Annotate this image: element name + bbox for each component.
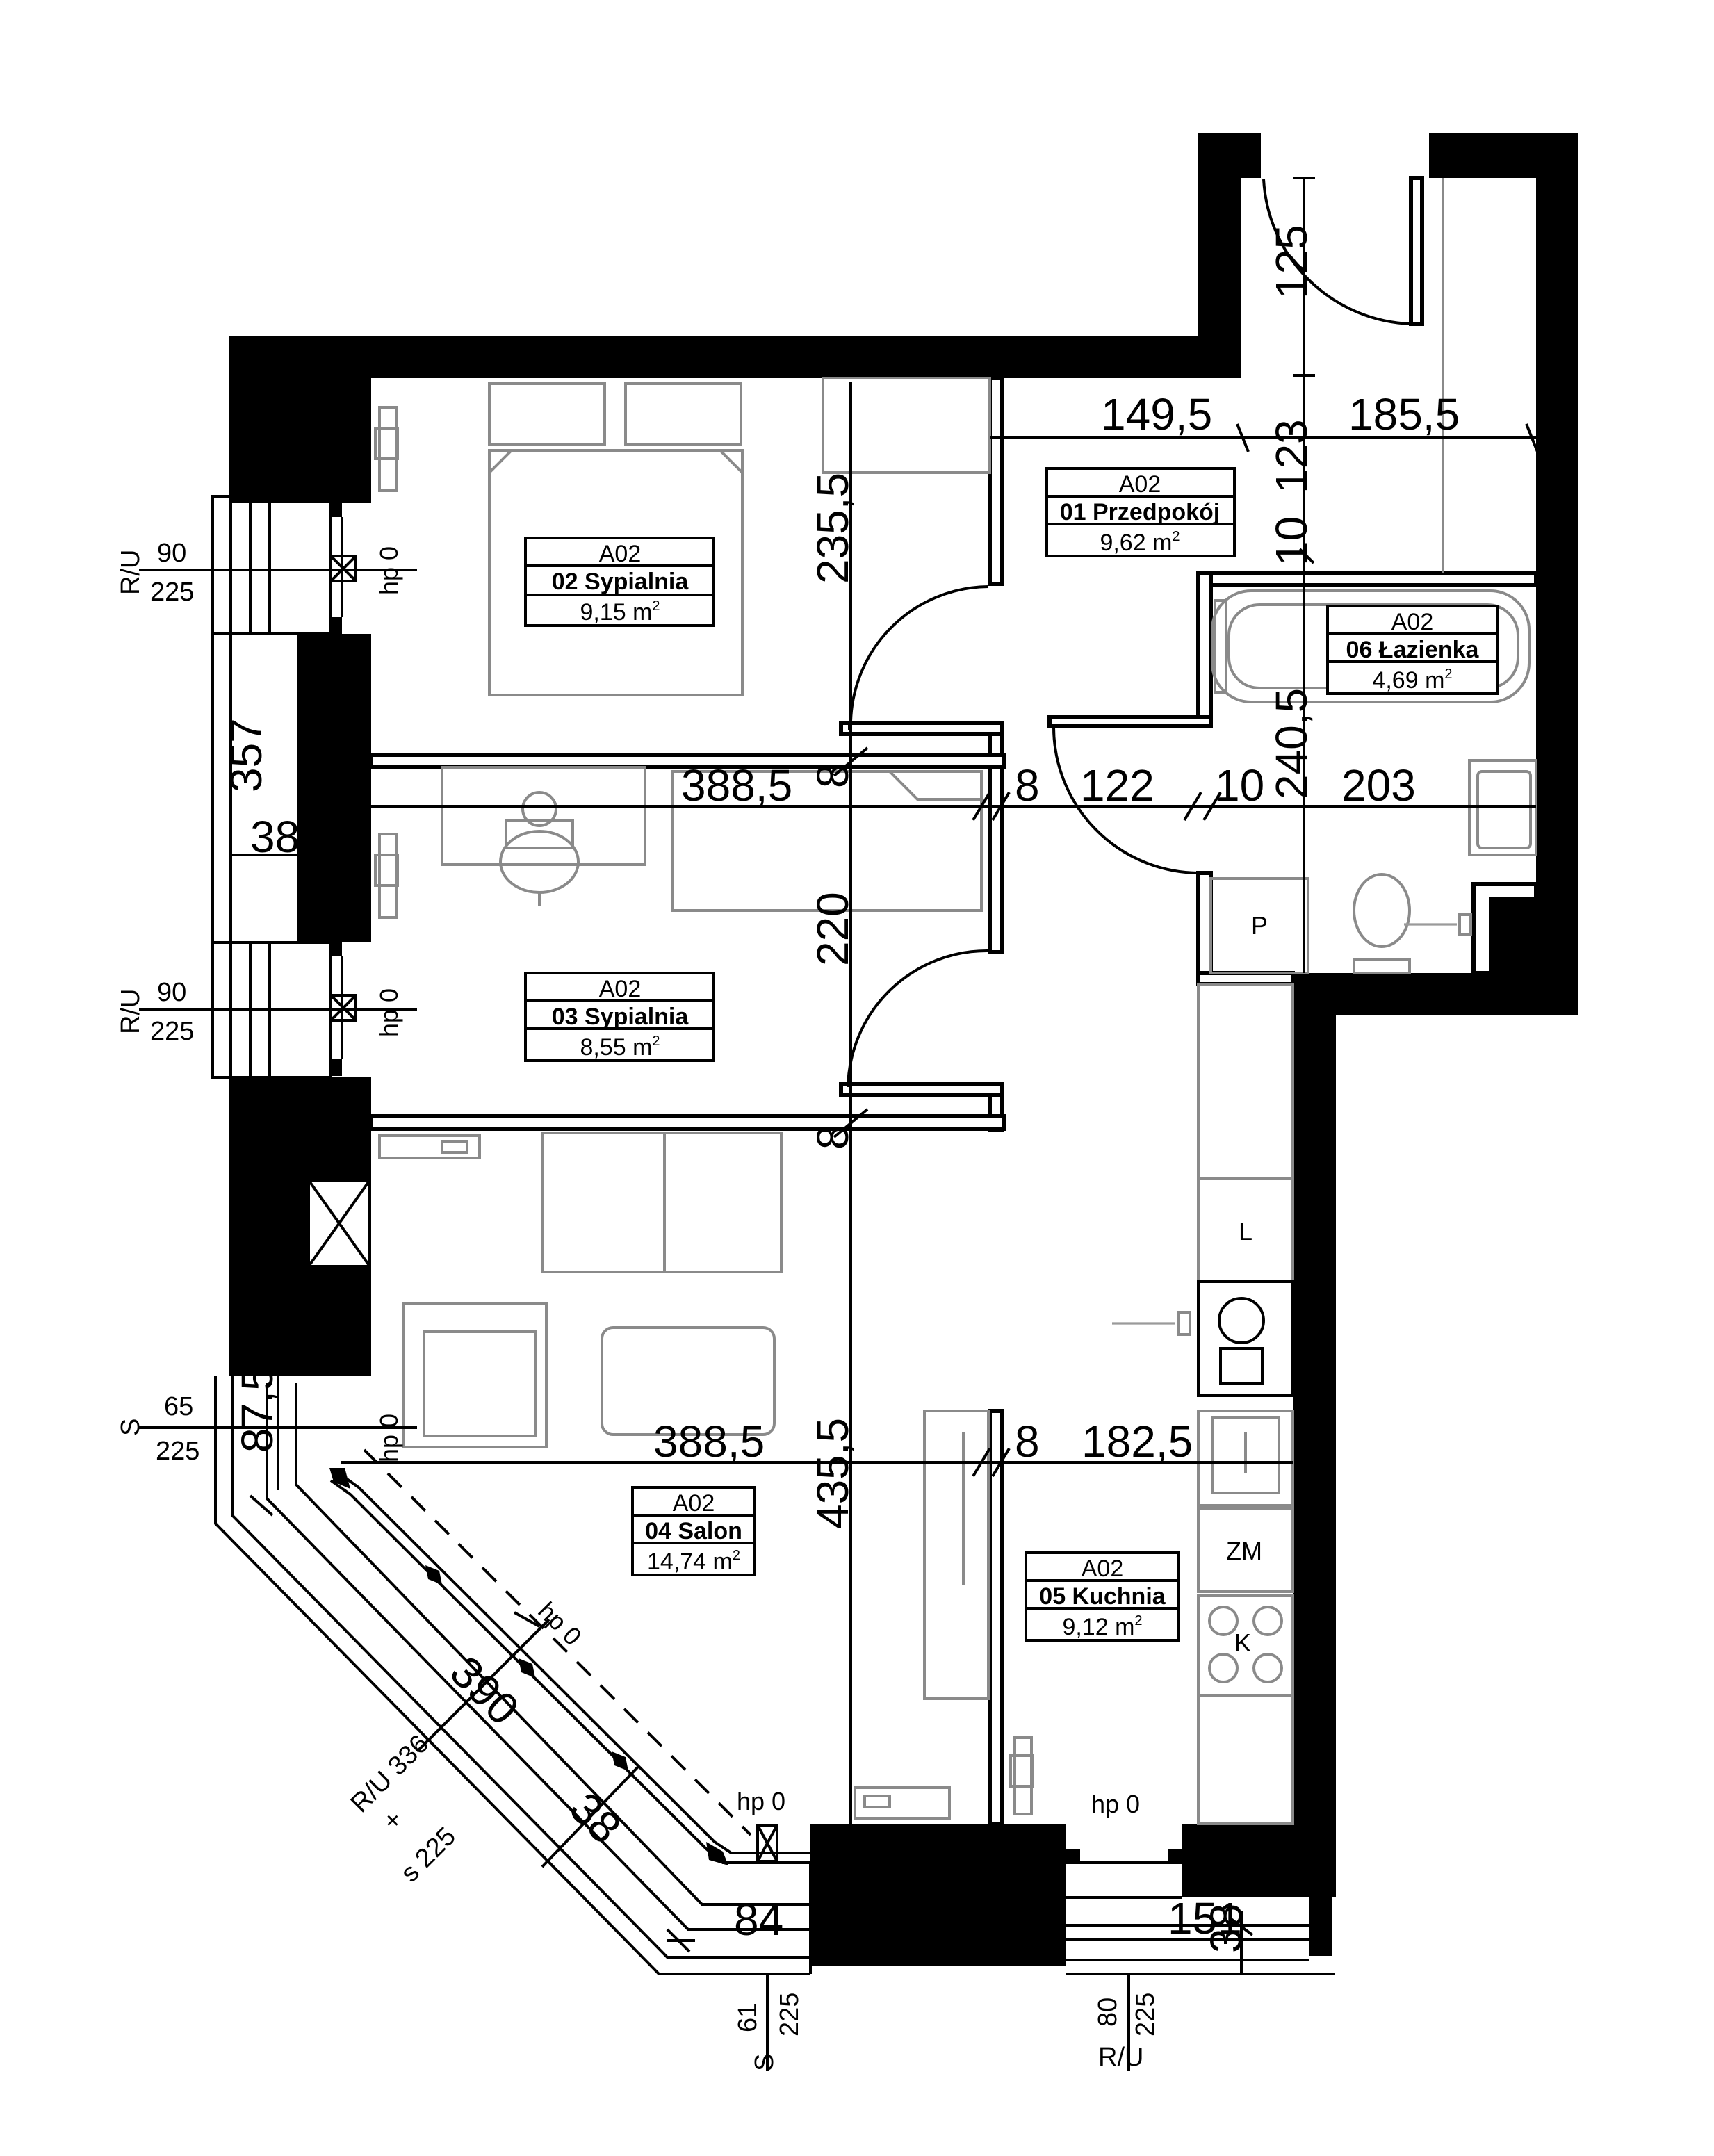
window-2-type: R/U bbox=[116, 989, 145, 1034]
dim-bath-partition: 10 bbox=[1215, 760, 1264, 810]
dim-kitchen-wall: 8 bbox=[1015, 1416, 1040, 1467]
window-6-type: R/U bbox=[1098, 2043, 1143, 2072]
room-code: A02 bbox=[1391, 609, 1434, 635]
dim-hall-width: 149,5 bbox=[1101, 389, 1212, 439]
dim-hall-width-right: 185,5 bbox=[1348, 389, 1460, 439]
exterior-walls bbox=[229, 133, 1578, 1966]
fridge-label: L bbox=[1239, 1217, 1252, 1246]
window-4-plus: + bbox=[377, 1805, 409, 1836]
room-area: 9,62 m2 bbox=[1100, 529, 1180, 556]
pantry-label: P bbox=[1251, 911, 1268, 940]
wall-west-pier bbox=[297, 634, 371, 942]
room-code: A02 bbox=[1119, 471, 1161, 498]
window-3-type: S bbox=[116, 1419, 145, 1436]
room-name: 06 Łazienka bbox=[1346, 637, 1480, 663]
dim-bed2-height: 220 bbox=[808, 892, 858, 966]
ventilation-shaft bbox=[307, 1179, 371, 1268]
living-furniture bbox=[378, 1132, 990, 1820]
dim-bay-875: 87,5 bbox=[232, 1366, 282, 1453]
dishwasher-label: ZM bbox=[1226, 1537, 1262, 1565]
kitchen-furniture bbox=[1009, 983, 1294, 1825]
window-4-height: s 225 bbox=[395, 1822, 462, 1888]
dim-bay-84: 84 bbox=[734, 1895, 783, 1945]
room-name: 02 Sypialnia bbox=[552, 569, 689, 595]
wall-north-west bbox=[229, 133, 1261, 503]
bay-window bbox=[214, 1376, 810, 1975]
dim-kitchen-width: 182,5 bbox=[1082, 1416, 1193, 1467]
sill-label-living-south: hp 0 bbox=[737, 1787, 785, 1815]
wall-south-east-post bbox=[1309, 1897, 1332, 1956]
dim-bed1-height: 235,5 bbox=[808, 473, 858, 584]
doors bbox=[847, 585, 1199, 1088]
sill-label-bedroom-2: hp 0 bbox=[375, 988, 403, 1037]
room-area: 14,74 m2 bbox=[647, 1548, 740, 1575]
dim-entry-depth: 125 bbox=[1266, 224, 1316, 299]
sill-label-bay: hp 0 bbox=[532, 1596, 587, 1651]
bedroom-2-furniture bbox=[374, 766, 983, 919]
cooktop-label: K bbox=[1234, 1628, 1251, 1657]
sill-label-kitchen-south: hp 0 bbox=[1091, 1790, 1140, 1818]
room-code: A02 bbox=[599, 976, 642, 1002]
window-2-height: 225 bbox=[150, 1017, 194, 1046]
sill-label-bedroom-1: hp 0 bbox=[375, 546, 403, 595]
dim-balcony-151: 151 bbox=[1168, 1893, 1242, 1943]
fixture-labels: P L ZM K bbox=[1226, 911, 1268, 1657]
room-code: A02 bbox=[1082, 1555, 1124, 1582]
dim-bed-width: 388,5 bbox=[681, 760, 792, 810]
dim-hall-height: 123 bbox=[1266, 419, 1316, 493]
room-tag-kitchen: A02 05 Kuchnia 9,12 m2 bbox=[1025, 1551, 1180, 1642]
window-6-height: 225 bbox=[1131, 1993, 1160, 2036]
room-code: A02 bbox=[673, 1490, 715, 1517]
dim-balcony-38: 38 bbox=[1201, 1904, 1251, 1953]
room-tag-living: A02 04 Salon 14,74 m2 bbox=[631, 1486, 756, 1576]
dim-wall-8-upper: 8 bbox=[808, 763, 858, 788]
room-tag-hall: A02 01 Przedpokój 9,62 m2 bbox=[1045, 467, 1236, 557]
room-name: 01 Przedpokój bbox=[1060, 499, 1221, 525]
window-1-type: R/U bbox=[116, 550, 145, 595]
room-tag-bathroom: A02 06 Łazienka 4,69 m2 bbox=[1326, 605, 1499, 695]
room-name: 04 Salon bbox=[645, 1518, 742, 1544]
window-5-height: 225 bbox=[775, 1993, 804, 2036]
dim-facade-357: 357 bbox=[221, 718, 271, 792]
dim-facade-38: 38 bbox=[250, 812, 300, 862]
dimension-lines bbox=[139, 177, 1539, 2071]
window-5-width: 61 bbox=[733, 2003, 762, 2032]
room-name: 05 Kuchnia bbox=[1039, 1583, 1166, 1610]
window-1-height: 225 bbox=[150, 578, 194, 607]
dim-bath-height: 240,5 bbox=[1266, 688, 1316, 799]
dim-bay-38: 38 bbox=[560, 1783, 630, 1853]
dim-wall-8-right: 8 bbox=[1015, 760, 1040, 810]
window-4-type: R/U 336 bbox=[345, 1729, 434, 1818]
window-5-type: S bbox=[750, 2054, 779, 2071]
dim-living-height: 435,5 bbox=[808, 1418, 858, 1529]
window-2-width: 90 bbox=[157, 978, 186, 1007]
dim-living-width: 388,5 bbox=[653, 1416, 765, 1467]
south-windows bbox=[809, 1849, 1335, 1975]
dim-bath-width: 203 bbox=[1341, 760, 1416, 810]
sill-label-living-west: hp 0 bbox=[375, 1414, 403, 1462]
room-area: 4,69 m2 bbox=[1372, 667, 1452, 694]
room-area: 9,15 m2 bbox=[580, 598, 660, 626]
room-tag-bedroom-1: A02 02 Sypialnia 9,15 m2 bbox=[524, 537, 715, 627]
window-3-width: 65 bbox=[164, 1392, 193, 1421]
room-area: 8,55 m2 bbox=[580, 1034, 660, 1061]
entry-door bbox=[1262, 176, 1444, 573]
wall-south-east bbox=[1182, 1824, 1336, 1897]
room-code: A02 bbox=[599, 541, 642, 567]
window-6-width: 80 bbox=[1093, 1998, 1123, 2027]
room-name: 03 Sypialnia bbox=[552, 1004, 689, 1030]
dim-corridor: 122 bbox=[1080, 760, 1154, 810]
room-tag-bedroom-2: A02 03 Sypialnia 8,55 m2 bbox=[524, 972, 715, 1062]
room-area: 9,12 m2 bbox=[1062, 1613, 1142, 1640]
wall-entry-left bbox=[1198, 133, 1261, 378]
dim-bath-wall: 10 bbox=[1266, 516, 1316, 566]
wall-north-east bbox=[1293, 133, 1578, 1897]
bedroom-1-furniture bbox=[374, 377, 991, 696]
dim-living-wall: 8 bbox=[808, 1125, 858, 1150]
window-3-height: 225 bbox=[156, 1437, 199, 1466]
window-1-width: 90 bbox=[157, 539, 186, 568]
wall-south-pier bbox=[810, 1824, 1066, 1966]
